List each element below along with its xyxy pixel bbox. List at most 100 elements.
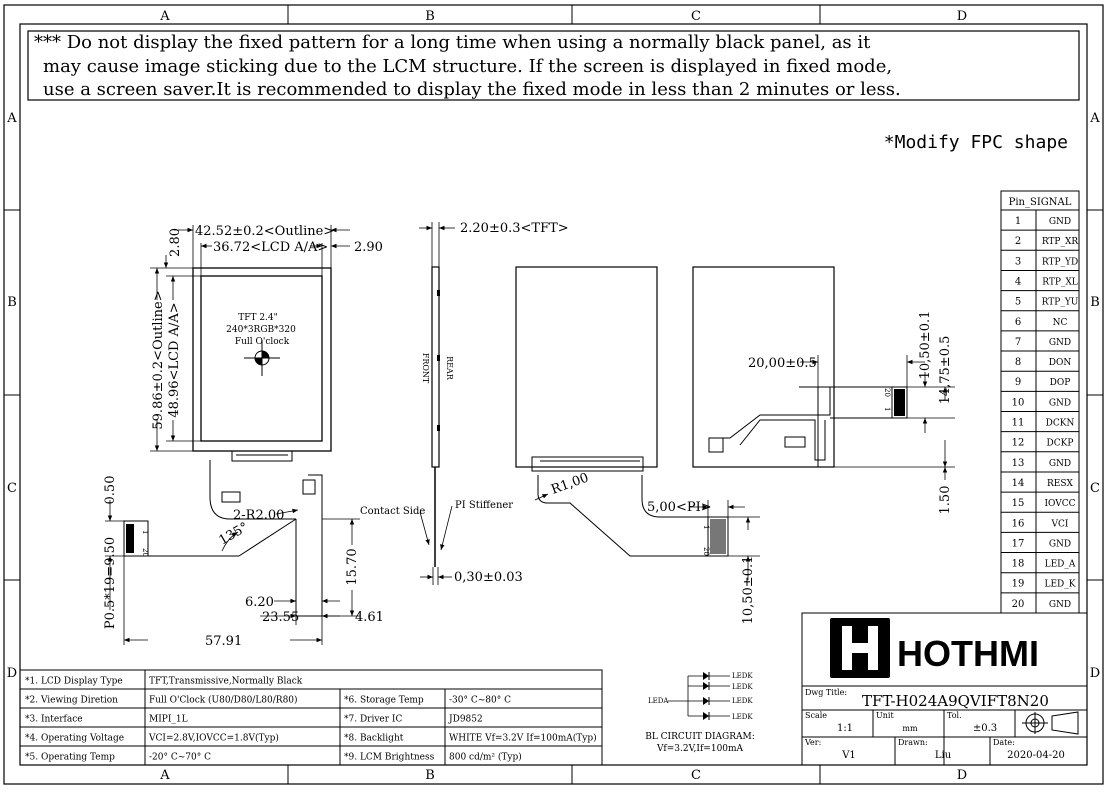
scale-value: 1:1 (837, 723, 853, 734)
dim-fpc-height: 15.70 (345, 548, 360, 585)
dim-rear-pi-height: 10,50±0.1 (741, 556, 756, 625)
notice-line-3: use a screen saver.It is recommended to … (43, 79, 901, 100)
unit-label: Unit (876, 711, 894, 720)
bl-ledk-3: LEDK (732, 697, 753, 705)
pin-signal: NC (1053, 318, 1068, 328)
dim-pin-pitch: P0.5*19=9.50 (103, 537, 118, 629)
pin-signal: LED_A (1045, 560, 1076, 570)
rear-view-bent: 20 1 20,00±0.5 10,50±0.1 14,75±0.5 1.50 (692, 266, 955, 515)
col-label-c-bottom: C (691, 768, 701, 783)
spec-key: *1. LCD Display Type (25, 677, 123, 687)
tol-label: Tol. (947, 711, 962, 720)
pin-signal: GND (1049, 600, 1071, 610)
pin-number: 10 (1012, 397, 1025, 408)
rear-pin-20: 20 (702, 547, 710, 556)
spec-table-border (19, 669, 603, 766)
col-label-c-top: C (691, 9, 701, 24)
spec-value: MIPI_1L (149, 715, 188, 725)
drawn-label: Drawn: (898, 738, 928, 747)
dim-outline-width: 42.52±0.2<Outline> (195, 224, 334, 239)
rear-pi-stiffener (707, 516, 729, 557)
pin-number: 9 (1015, 377, 1021, 388)
spec-key: *7. Driver IC (344, 715, 402, 725)
pin-signal: GND (1049, 217, 1071, 227)
brand-logo-mark (830, 618, 890, 678)
pin-number: 19 (1012, 579, 1025, 590)
pin-number: 17 (1012, 538, 1025, 549)
row-label-d-left: D (7, 666, 17, 681)
dim-fpc-thickness: 0,30±0.03 (454, 570, 523, 585)
drawn-value: Liu (935, 750, 952, 761)
pin-signal: RTP_XL (1042, 277, 1078, 287)
pin-signal: RESX (1047, 479, 1074, 489)
pin-number: 5 (1015, 297, 1021, 308)
dim-tft-thickness: 2.20±0.3<TFT> (460, 221, 569, 236)
frame-labels: A B C D A B C D A B C D A B C D (6, 9, 1100, 783)
pin-number: 11 (1012, 418, 1025, 429)
dim-fpc-top: 0.50 (103, 476, 118, 505)
spec-value: TFT,Transmissive,Normally Black (149, 677, 303, 687)
spec-value: JD9852 (448, 715, 483, 725)
dim-outline-height: 59.86±0.2<Outline> (151, 290, 166, 429)
frame-ticks (4, 5, 1103, 784)
bent-module-outline (692, 266, 835, 468)
dim-fpc-angle: 135° (217, 520, 252, 549)
front-pin-20: 20 (141, 548, 149, 557)
spec-key: *3. Interface (25, 715, 83, 725)
dim-pi-width: 5,00<PI> (647, 500, 712, 515)
pin-signal: GND (1049, 459, 1071, 469)
spec-key: *8. Backlight (344, 734, 404, 744)
spec-value: Full O'Clock (U80/D80/L80/R80) (149, 695, 298, 706)
tol-value: ±0.3 (973, 723, 997, 734)
dim-bent-h3: 1.50 (938, 486, 953, 515)
pin-number: 1 (1015, 216, 1021, 227)
dim-total-width: 57.91 (205, 634, 242, 649)
pin-number: 15 (1012, 498, 1025, 509)
pin-signal: DCKN (1046, 419, 1075, 429)
side-view: FRONT REAR Contact Side PI Stiffener 2.2… (360, 221, 569, 585)
fpc-right-edge (296, 474, 323, 617)
pin-number: 20 (1012, 599, 1025, 610)
notice-line-2: may cause image sticking due to the LCM … (43, 56, 892, 77)
fpc-left-edge (209, 460, 296, 520)
pin-signal: VCI (1051, 519, 1069, 529)
front-pin-1: 1 (141, 530, 149, 534)
spec-key: *9. LCM Brightness (344, 753, 435, 763)
fpc-component-2 (302, 479, 316, 495)
dim-aa-width: 36.72<LCD A/A> (213, 240, 328, 255)
rear-fpc-right (641, 475, 708, 518)
ic-area (231, 450, 293, 462)
bent-pin-20: 20 (883, 388, 891, 397)
notice-line-1: *** Do not display the fixed pattern for… (34, 32, 871, 53)
pin-signal: RTP_XR (1042, 237, 1079, 247)
spec-value: 800 cd/m² (Typ) (449, 752, 522, 763)
screen-type: TFT 2.4" (238, 313, 278, 323)
label-pi-stiffener: PI Stiffener (455, 500, 513, 511)
pin-signal: RTP_YU (1042, 298, 1079, 308)
bl-ledk-4: LEDK (732, 713, 753, 721)
pin-number: 3 (1015, 256, 1021, 267)
screen-viewing: Full O'clock (235, 337, 290, 347)
projection-symbol-icon (1022, 711, 1079, 735)
dwg-title-label: Dwg Title: (805, 688, 847, 697)
col-label-a-top: A (159, 9, 170, 24)
row-label-b-left: B (7, 295, 17, 310)
dim-bent-h2: 14,75±0.5 (938, 336, 953, 405)
dim-bent-h1: 10,50±0.1 (918, 311, 933, 380)
rear-fpc-left (537, 475, 708, 557)
pin-signal: RTP_YD (1042, 257, 1078, 267)
pin-signal: DCKP (1047, 439, 1074, 449)
ver-label: Ver: (804, 738, 821, 747)
pin-number: 12 (1012, 438, 1025, 449)
spec-value: -20° C~70° C (149, 753, 211, 763)
scale-label: Scale (805, 711, 827, 720)
pin-number: 13 (1012, 458, 1025, 469)
dim-rear-radius: R1,00 (549, 470, 591, 497)
bl-circuit-title: BL CIRCUIT DIAGRAM: (645, 732, 755, 742)
bl-circuit-spec: Vf=3.2V,If=100mA (656, 744, 744, 754)
notice-text: *** Do not display the fixed pattern for… (34, 32, 901, 100)
brand-name: HOTHMI (897, 633, 1039, 674)
bl-ledk-1: LEDK (732, 672, 753, 680)
pin-signal: DON (1049, 358, 1072, 368)
